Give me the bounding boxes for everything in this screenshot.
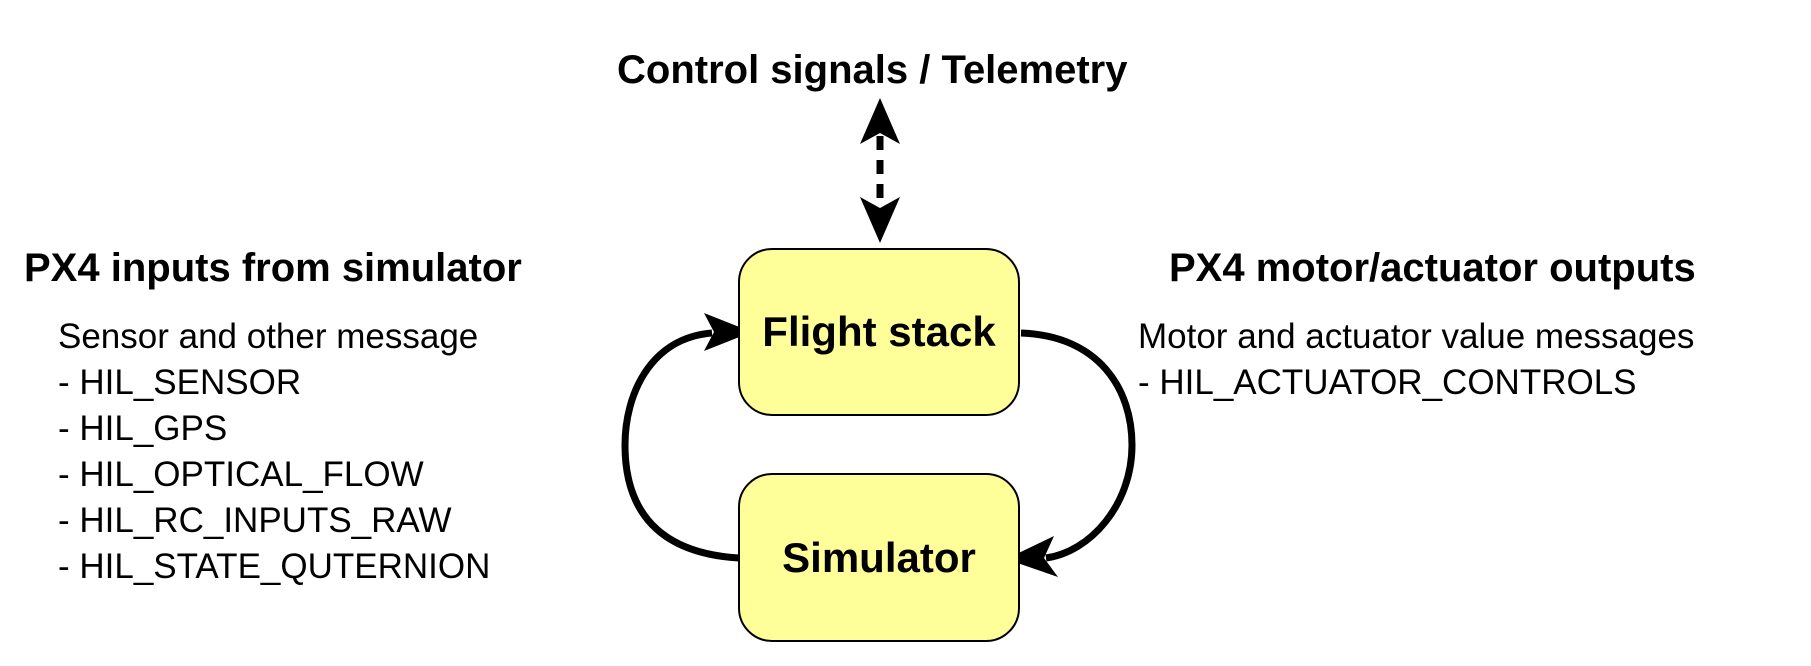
list-item: - HIL_SENSOR bbox=[58, 363, 302, 402]
list-item: - HIL_OPTICAL_FLOW bbox=[58, 455, 424, 494]
left-description: Sensor and other message bbox=[58, 317, 479, 356]
list-item: - HIL_ACTUATOR_CONTROLS bbox=[1138, 363, 1637, 402]
loop-arrow-right-head bbox=[1006, 536, 1058, 577]
loop-arrow-left bbox=[621, 329, 740, 562]
list-item: - HIL_GPS bbox=[58, 409, 228, 448]
left-message-list: - HIL_SENSOR - HIL_GPS - HIL_OPTICAL_FLO… bbox=[58, 360, 490, 590]
flight-stack-box: Flight stack bbox=[738, 248, 1020, 416]
left-title: PX4 inputs from simulator bbox=[24, 246, 522, 290]
simulator-box: Simulator bbox=[738, 473, 1020, 642]
telemetry-arrowhead-up bbox=[860, 98, 900, 144]
top-label: Control signals / Telemetry bbox=[617, 48, 1128, 92]
right-message-list: - HIL_ACTUATOR_CONTROLS bbox=[1138, 360, 1637, 406]
right-title: PX4 motor/actuator outputs bbox=[1169, 246, 1696, 290]
loop-arrow-right bbox=[1020, 329, 1136, 562]
list-item: - HIL_RC_INPUTS_RAW bbox=[58, 501, 452, 540]
list-item: - HIL_STATE_QUTERNION bbox=[58, 547, 491, 586]
loop-arrow-left-head bbox=[704, 313, 752, 351]
telemetry-arrowhead-down bbox=[860, 197, 900, 243]
right-description: Motor and actuator value messages bbox=[1138, 317, 1695, 356]
